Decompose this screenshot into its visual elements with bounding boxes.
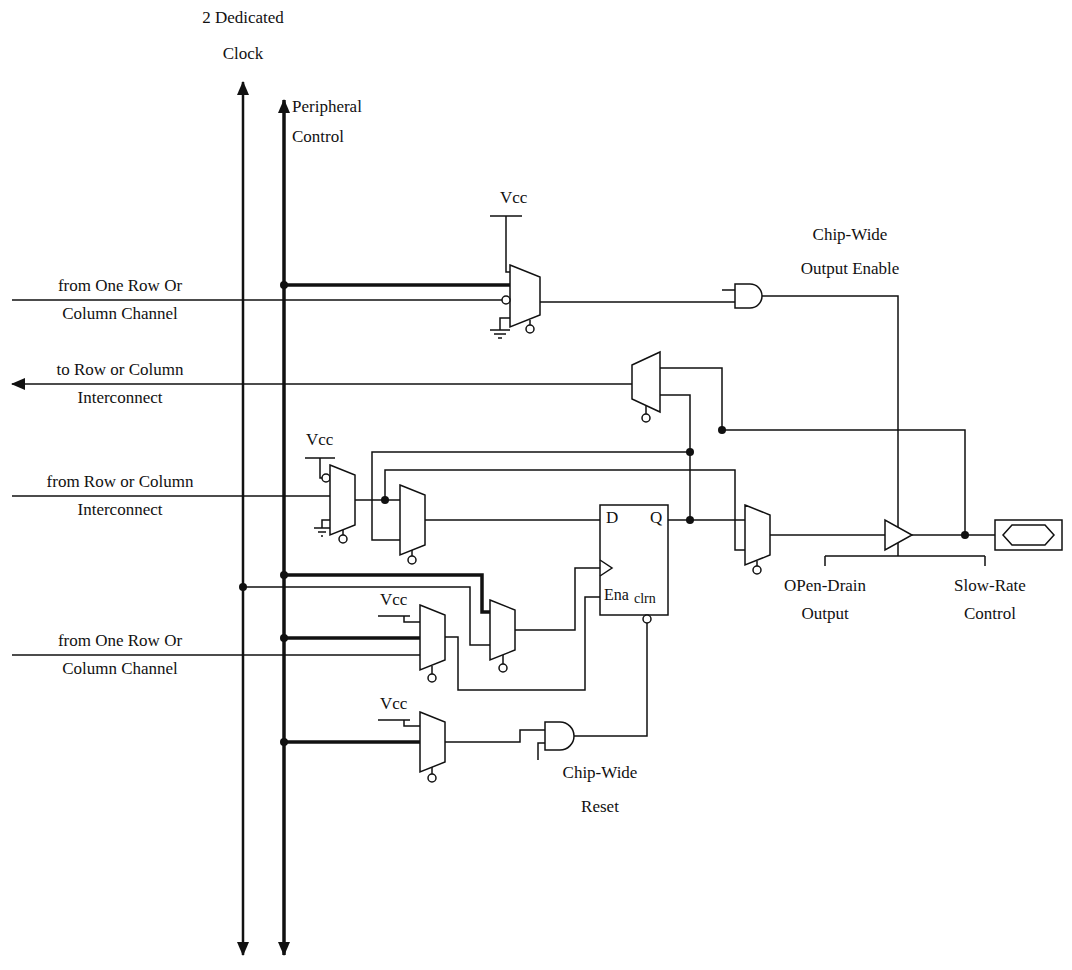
- junction-dot: [280, 634, 288, 642]
- clock-bus: [242, 82, 245, 955]
- bus-label: 2 Dedicated Clock: [188, 0, 298, 72]
- signal-label: to Row or Column Interconnect: [53, 356, 188, 412]
- interconnect-arrow: [12, 383, 632, 385]
- pin-label: Q: [650, 508, 662, 528]
- junction-dot: [280, 281, 288, 289]
- supply-label: Vcc: [500, 188, 527, 208]
- clock-wire: [515, 568, 600, 630]
- and-gate: [545, 722, 574, 750]
- oe-wire: [762, 296, 898, 527]
- channel-wire: [12, 299, 502, 301]
- pad-feedback-wire: [660, 368, 965, 535]
- select-bubble: [428, 674, 436, 682]
- vcc-wire: [490, 216, 522, 272]
- control-wire: [284, 283, 510, 287]
- ground-symbol: [314, 520, 330, 536]
- select-bubble: [408, 556, 416, 564]
- d-wire: [425, 519, 600, 521]
- enable-wire: [445, 597, 600, 690]
- signal-label: from One Row Or Column Channel: [45, 272, 195, 328]
- junction-dot: [718, 426, 726, 434]
- control-wire: [284, 636, 420, 640]
- signal-label: Chip-Wide Output Enable: [791, 218, 909, 286]
- signal-label: from Row or Column Interconnect: [45, 468, 195, 524]
- select-bubble: [753, 566, 761, 574]
- junction-dot: [686, 448, 694, 456]
- reset-mux: [420, 712, 445, 772]
- wiring: [12, 82, 1062, 955]
- pin-label: clrn: [634, 590, 656, 608]
- junction-dot: [239, 583, 247, 591]
- vcc-wire: [378, 616, 420, 622]
- oe-wire: [540, 290, 735, 302]
- junction-dots: [239, 281, 969, 746]
- data-wire: [355, 499, 400, 501]
- control-wire: [284, 740, 420, 744]
- select-wire: [411, 550, 413, 556]
- option-bracket: [825, 543, 985, 566]
- clear-wire: [574, 623, 647, 736]
- pin-label: D: [606, 508, 618, 528]
- invert-bubble: [322, 474, 330, 482]
- select-wire: [431, 666, 433, 674]
- select-bubble: [642, 414, 650, 422]
- pad-wire: [912, 534, 995, 536]
- q-feedback-wire: [660, 395, 690, 520]
- q-wire: [668, 519, 745, 521]
- select-bubble: [526, 325, 534, 333]
- output-wire: [770, 534, 885, 536]
- junction-dot: [961, 531, 969, 539]
- vcc-wire: [378, 720, 420, 726]
- select-wire: [431, 767, 433, 774]
- junction-dot: [280, 571, 288, 579]
- control-wire: [284, 575, 490, 612]
- signal-label: from One Row Or Column Channel: [45, 627, 195, 683]
- junction-dot: [686, 516, 694, 524]
- select-bubble: [499, 664, 507, 672]
- option-label: OPen-Drain Output: [775, 572, 875, 628]
- and-gate: [735, 284, 762, 308]
- select-bubble: [428, 774, 436, 782]
- reset-wire: [445, 730, 545, 760]
- input-mux: [330, 465, 355, 535]
- supply-label: Vcc: [380, 590, 407, 610]
- select-bubble: [339, 535, 347, 543]
- flip-flop: [600, 505, 668, 615]
- io-pad-symbol: [1003, 525, 1054, 545]
- select-wire: [645, 406, 647, 414]
- bypass-wire: [385, 470, 745, 550]
- oe-mux: [510, 265, 540, 327]
- enable-mux: [420, 605, 445, 670]
- control-bus: [282, 100, 286, 955]
- channel-wire: [12, 654, 420, 656]
- pin-label: Ena: [604, 585, 629, 605]
- select-wire: [502, 655, 504, 664]
- io-pad: [995, 520, 1062, 550]
- output-mux: [745, 505, 770, 565]
- supply-label: Vcc: [306, 430, 333, 450]
- clock-triangle: [600, 560, 612, 576]
- junction-dot: [280, 738, 288, 746]
- signal-label: Chip-Wide Reset: [550, 756, 650, 824]
- input-wire: [12, 495, 330, 497]
- ground-symbol: [490, 318, 510, 338]
- data-mux: [400, 485, 425, 555]
- option-label: Slow-Rate Control: [940, 572, 1040, 628]
- invert-bubble: [502, 296, 510, 304]
- junction-dot: [381, 496, 389, 504]
- bus-label: Peripheral Control: [292, 92, 387, 152]
- supply-label: Vcc: [380, 694, 407, 714]
- clear-bubble: [643, 615, 651, 623]
- feedback-mux: [632, 352, 660, 412]
- clock-mux: [490, 600, 515, 660]
